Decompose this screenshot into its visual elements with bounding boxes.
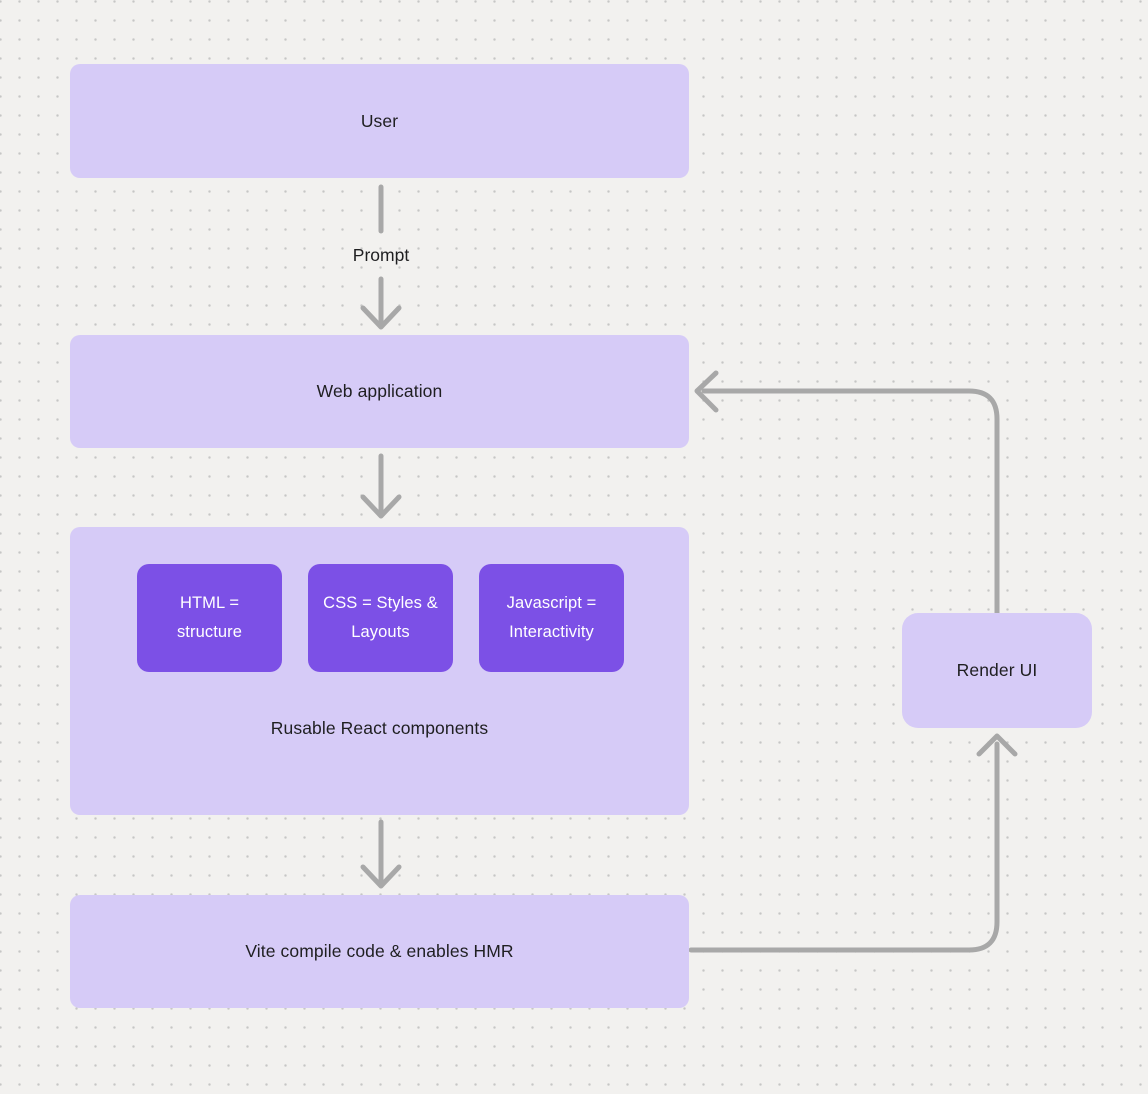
node-render-ui: Render UI — [902, 613, 1092, 728]
arrowhead-down-vite-icon — [360, 864, 402, 889]
chip-css-styles: CSS = Styles & Layouts — [308, 564, 453, 672]
chip-javascript-interactivity-label: Javascript = Interactivity — [506, 594, 597, 641]
arrowhead-left-webapp-icon — [694, 370, 719, 413]
chip-javascript-interactivity: Javascript = Interactivity — [479, 564, 624, 672]
chip-html-structure: HTML = structure — [137, 564, 282, 672]
component-chip-row: HTML = structure CSS = Styles & Layouts … — [137, 564, 624, 672]
node-user: User — [70, 64, 689, 178]
node-vite: Vite compile code & enables HMR — [70, 895, 689, 1008]
node-web-application-label: Web application — [316, 381, 443, 401]
connector-render-to-webapp — [701, 388, 1000, 617]
connector-vite-to-render — [688, 741, 1000, 953]
node-render-ui-label: Render UI — [956, 660, 1038, 680]
node-components-group: HTML = structure CSS = Styles & Layouts … — [70, 527, 689, 815]
node-vite-label: Vite compile code & enables HMR — [245, 941, 514, 961]
arrowhead-down-webapp-icon — [360, 305, 402, 330]
node-web-application: Web application — [70, 335, 689, 448]
chip-html-structure-label: HTML = structure — [176, 594, 243, 641]
arrowhead-up-render-icon — [976, 733, 1018, 757]
edge-label-prompt: Prompt — [352, 245, 410, 265]
arrowhead-down-group-icon — [360, 494, 402, 519]
chip-css-styles-label: CSS = Styles & Layouts — [323, 594, 438, 641]
components-group-caption: Rusable React components — [270, 718, 489, 738]
node-user-label: User — [360, 110, 399, 131]
